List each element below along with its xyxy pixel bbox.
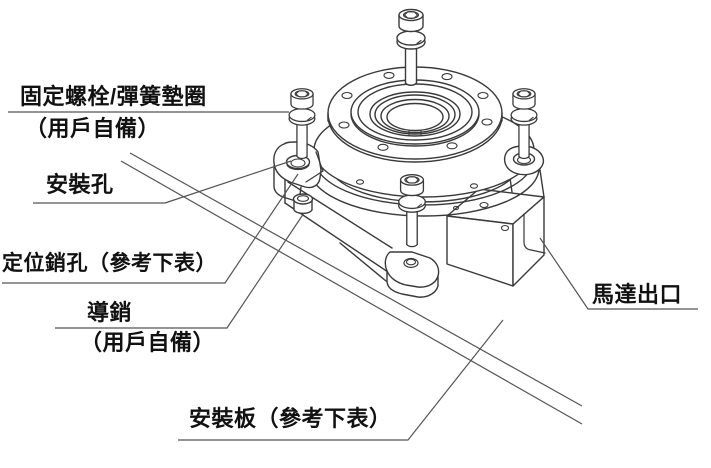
base-front-hole xyxy=(403,257,419,269)
label-guide-pin: 導銷 xyxy=(87,300,133,325)
label-fixing-bolt: 固定螺栓/彈簧墊圈 xyxy=(20,84,207,109)
label-motor-outlet: 馬達出口 xyxy=(592,282,683,307)
label-fixing-bolt-note: （用戶自備） xyxy=(25,116,161,141)
label-guide-pin-note: （用戶自備） xyxy=(80,330,216,355)
leader-lines xyxy=(2,111,698,441)
leader-locating-pin-hole xyxy=(2,173,299,284)
label-mounting-hole: 安裝孔 xyxy=(46,172,114,197)
leader-mounting-plate xyxy=(178,319,504,441)
fixing-bolt-front xyxy=(398,174,426,248)
leader-guide-pin xyxy=(55,212,305,329)
mounting-plate-edges xyxy=(120,152,583,425)
actuator-base xyxy=(284,179,393,282)
keyway-notch xyxy=(408,130,422,137)
motor-block xyxy=(446,169,546,287)
mounting-lug-front xyxy=(384,251,440,298)
flange-bolt-holes xyxy=(338,71,493,151)
rotary-actuator-drawing xyxy=(273,8,546,298)
leader-motor-outlet xyxy=(539,237,698,310)
label-mounting-plate: 安裝板（參考下表） xyxy=(189,406,392,431)
label-locating-pin-hole: 定位銷孔（參考下表） xyxy=(2,252,217,275)
output-flange xyxy=(327,66,503,163)
guide-pin-part xyxy=(292,193,314,215)
leader-mounting-hole xyxy=(33,160,292,204)
motor-outlet-slot xyxy=(523,213,546,254)
